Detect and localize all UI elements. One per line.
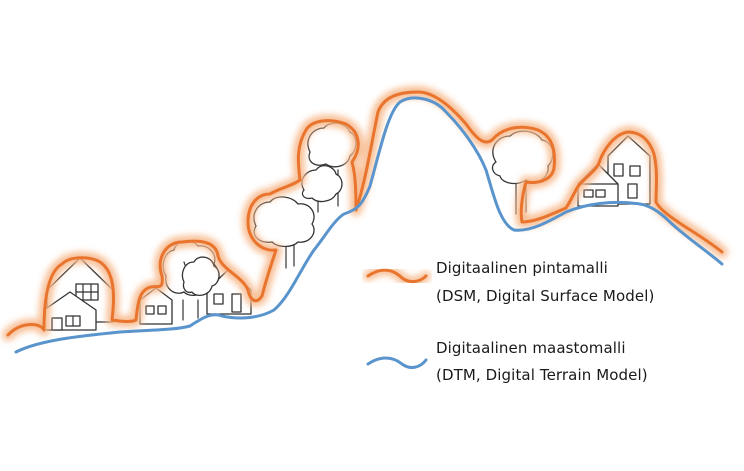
legend-dtm-subtitle: (DTM, Digital Terrain Model) — [436, 366, 648, 384]
legend-dsm-subtitle: (DSM, Digital Surface Model) — [436, 287, 655, 305]
legend-dtm-swatch — [366, 356, 428, 369]
dtm-terrain-line — [14, 96, 724, 354]
house-small-left — [43, 291, 97, 331]
legend-dtm-title: Digitaalinen maastomalli — [436, 339, 626, 357]
dsm-surface-line — [2, 86, 728, 341]
tree-slope-lower — [253, 196, 315, 269]
tree-left-cluster — [162, 240, 220, 321]
legend-dsm-title: Digitaalinen pintamalli — [436, 259, 608, 277]
legend-dsm-swatch — [363, 265, 431, 287]
